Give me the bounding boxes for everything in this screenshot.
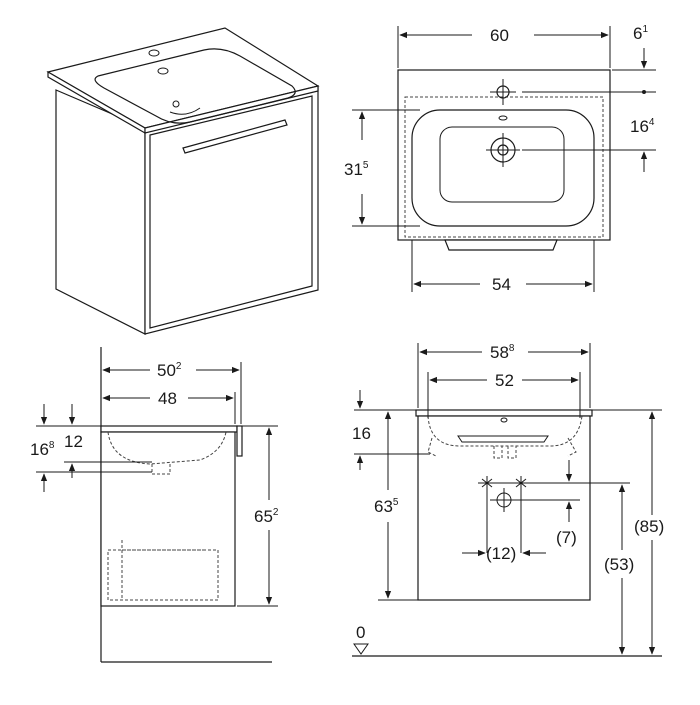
- overflow-hole: [157, 67, 169, 75]
- drain-offset-sup: 4: [649, 117, 655, 128]
- side-view: 502 48 168 12 652: [30, 347, 279, 663]
- cabinet-height-label: 63: [374, 497, 393, 516]
- tap-offset-label: 6: [633, 24, 642, 43]
- floor-level-marker: [353, 643, 369, 655]
- top-width-label: 60: [490, 26, 509, 45]
- height-label: 65: [254, 507, 273, 526]
- basin-inner: [169, 107, 201, 115]
- basin-bowl: [94, 48, 296, 124]
- tap-offset-sup: 1: [642, 24, 648, 35]
- side-handle: [236, 425, 243, 457]
- drain-height-label: (53): [604, 555, 634, 574]
- basin-depth-sup: 8: [49, 440, 55, 451]
- side-cabinet: [100, 431, 236, 607]
- cabinet-door: [149, 95, 313, 329]
- front-countertop: [415, 409, 593, 417]
- cabinet-width-label: 54: [492, 275, 511, 294]
- handle-projection: [444, 239, 558, 251]
- svg-text:168: 168: [30, 440, 55, 459]
- svg-text:164: 164: [630, 117, 655, 136]
- svg-text:588: 588: [490, 343, 515, 362]
- cabinet-side-face: [55, 89, 146, 335]
- siphon-offset-label: 12: [64, 432, 83, 451]
- tap-hole: [148, 49, 160, 57]
- bowl-depth-sup: 5: [363, 160, 369, 171]
- svg-text:652: 652: [254, 507, 279, 526]
- cabinet-height-sup: 5: [393, 497, 399, 508]
- floor-level-label: 0: [356, 623, 365, 642]
- overall-depth-sup: 2: [176, 361, 182, 372]
- drain-hole: [172, 100, 180, 108]
- bowl-depth-label: 31: [344, 160, 363, 179]
- door-handle: [182, 119, 288, 154]
- drain-offset-label: 16: [630, 117, 649, 136]
- height-sup: 2: [273, 507, 279, 518]
- basin-width-label: 58: [490, 343, 509, 362]
- bowl-width-label: 52: [495, 371, 514, 390]
- total-height-label: (85): [634, 517, 664, 536]
- overflow-top: [498, 115, 508, 121]
- front-handle: [457, 435, 549, 443]
- side-basin-bowl: [107, 431, 227, 465]
- basin-width-sup: 8: [509, 343, 515, 354]
- svg-text:61: 61: [633, 24, 648, 43]
- isometric-view: [46, 27, 320, 335]
- overall-depth-label: 50: [157, 361, 176, 380]
- drain-vertical-label: (7): [556, 528, 577, 547]
- svg-text:635: 635: [374, 497, 399, 516]
- cabinet-footprint: [404, 96, 604, 238]
- cabinet-depth-label: 48: [158, 389, 177, 408]
- front-view: 588 52 16 635 (12) (7) (53) (8: [352, 343, 664, 657]
- basin-bowl-outline: [411, 109, 595, 227]
- svg-text:502: 502: [157, 361, 182, 380]
- side-countertop: [100, 425, 238, 433]
- front-basin-bowl: [427, 415, 583, 447]
- top-thickness-label: 16: [352, 424, 371, 443]
- drain-spacing-label: (12): [486, 544, 516, 563]
- basin-bowl-inner: [439, 126, 565, 203]
- basin-depth-label: 16: [30, 440, 49, 459]
- top-view: 60 61 164 315 54: [344, 24, 656, 294]
- svg-text:315: 315: [344, 160, 369, 179]
- drain-positions: [478, 476, 630, 553]
